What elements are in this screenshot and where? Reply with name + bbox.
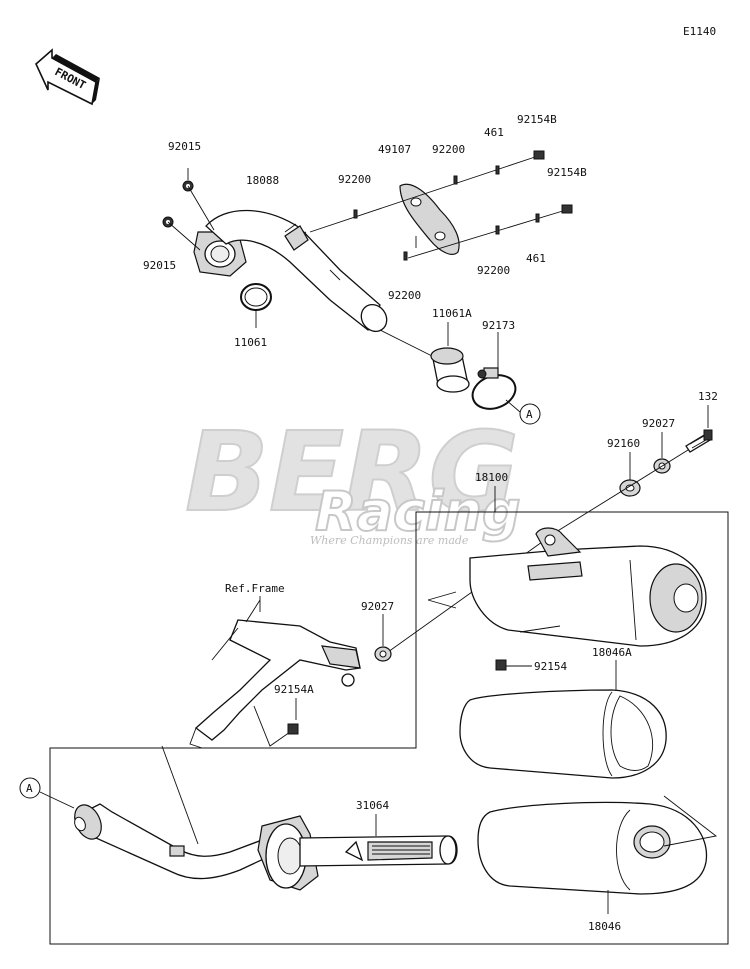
label-18100: 18100 <box>475 471 508 484</box>
label-92154: 92154 <box>534 660 567 673</box>
label-11061: 11061 <box>234 336 267 349</box>
label-461-b: 461 <box>526 252 546 265</box>
bolt-92154 <box>495 659 507 671</box>
label-92200-a: 92200 <box>338 173 371 186</box>
label-18046: 18046 <box>588 920 621 933</box>
callout-a-bottom: A <box>19 777 41 799</box>
label-18088: 18088 <box>246 174 279 187</box>
ref-frame-label: Ref.Frame <box>225 582 285 595</box>
washers-92200-461 <box>353 165 540 261</box>
diagram-code: E1140 <box>683 25 716 38</box>
cover-18046A <box>459 689 667 779</box>
washer-92027-left <box>374 646 392 662</box>
heat-guard-49107 <box>399 183 460 255</box>
callout-a-bottom-label: A <box>26 782 33 795</box>
front-pipe-and-tube-31064 <box>74 803 458 891</box>
watermark-tagline: Where Champions are made <box>310 534 469 547</box>
label-92027-b: 92027 <box>361 600 394 613</box>
ref-frame <box>189 599 361 749</box>
front-arrow-icon: FRONT <box>35 48 100 106</box>
bolt-92154B-bottom <box>561 204 573 214</box>
header-pipe-18088 <box>193 209 388 333</box>
watermark-brand: BERG <box>185 408 519 536</box>
callout-a-top: A <box>519 403 541 425</box>
label-11061A: 11061A <box>432 307 472 320</box>
label-92200-b: 92200 <box>432 143 465 156</box>
label-92173: 92173 <box>482 319 515 332</box>
muffler-18100 <box>469 527 707 647</box>
label-461-a: 461 <box>484 126 504 139</box>
cover-18046 <box>477 801 708 895</box>
label-31064: 31064 <box>356 799 389 812</box>
gasket-11061 <box>240 283 272 311</box>
bolt-92154B-top <box>533 150 545 160</box>
label-92200-c: 92200 <box>477 264 510 277</box>
label-92154A: 92154A <box>274 683 314 696</box>
label-92015-left: 92015 <box>143 259 176 272</box>
bolt-92154A <box>287 723 299 735</box>
label-92160: 92160 <box>607 437 640 450</box>
label-92154B-a: 92154B <box>517 113 557 126</box>
label-92200-d: 92200 <box>388 289 421 302</box>
label-132: 132 <box>698 390 718 403</box>
label-49107: 49107 <box>378 143 411 156</box>
label-92027-a: 92027 <box>642 417 675 430</box>
bolt-132 <box>685 429 713 453</box>
grommet-92160 <box>619 479 641 497</box>
label-92154B-b: 92154B <box>547 166 587 179</box>
label-18046A: 18046A <box>592 646 632 659</box>
sleeve-11061A <box>430 347 470 393</box>
berg-racing-watermark: BERG Racing Where Champions are made <box>184 407 522 547</box>
label-92015-top: 92015 <box>168 140 201 153</box>
clamp-92173 <box>471 367 517 410</box>
callout-a-top-label: A <box>526 408 533 421</box>
